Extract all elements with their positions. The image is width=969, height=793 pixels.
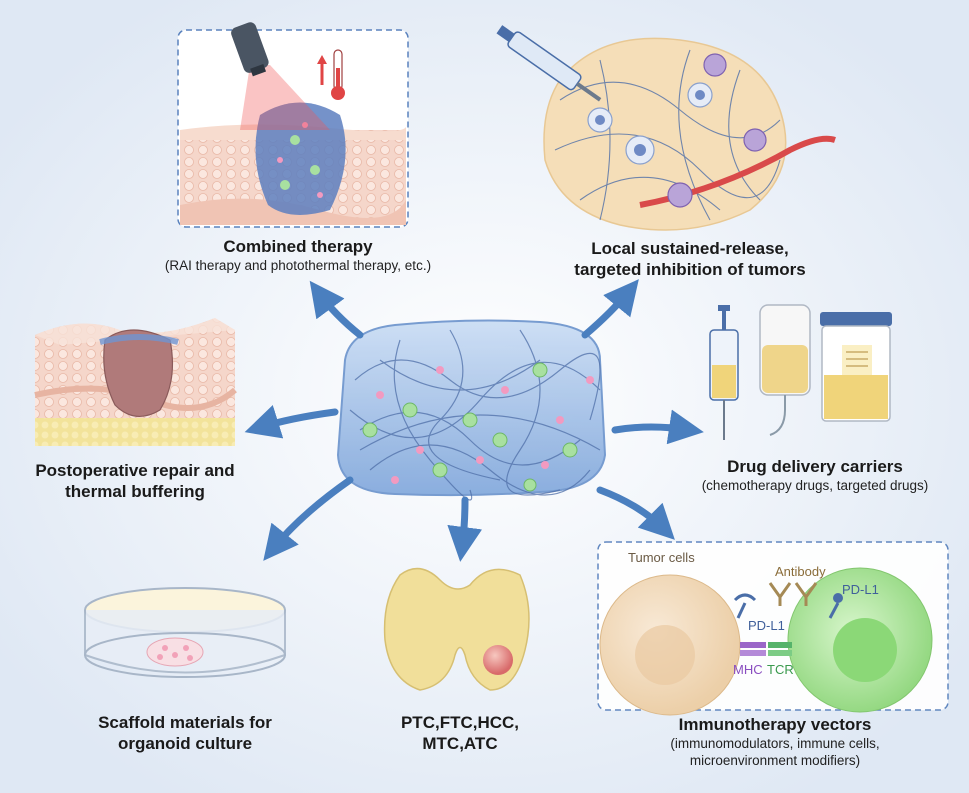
thyroid-types-atc: ATC <box>463 734 498 753</box>
drug-jar-icon <box>820 312 892 422</box>
scaffold-title: Scaffold materials for organoid culture <box>98 713 272 753</box>
combined-therapy-illustration <box>177 22 409 228</box>
thyroid-types-line1: PTC,FTC,HCC, <box>400 713 520 732</box>
pdl1-left-label: PD-L1 <box>748 618 785 633</box>
combined-therapy-caption: Combined therapy (RAI therapy and photot… <box>148 236 448 274</box>
scaffold-caption: Scaffold materials for organoid culture <box>60 712 310 754</box>
drug-delivery-subtitle: (chemotherapy drugs, targeted drugs) <box>701 478 929 493</box>
combined-therapy-title: Combined therapy <box>223 237 373 256</box>
immunotherapy-title: Immunotherapy vectors <box>678 715 872 734</box>
petri-dish-icon <box>84 587 286 678</box>
laser-icon <box>231 22 269 77</box>
thyroid-types-caption: PTC,FTC,HCC, MTC,ATC <box>355 712 565 754</box>
antibody-label: Antibody <box>775 564 826 579</box>
combined-therapy-subtitle: (RAI therapy and photothermal therapy, e… <box>164 258 432 273</box>
local-release-illustration <box>496 25 836 231</box>
thyroid-types-mtc: MTC, <box>422 734 464 753</box>
drug-delivery-illustration <box>709 304 892 440</box>
postop-caption: Postoperative repair and thermal bufferi… <box>0 460 270 502</box>
iv-bag-icon <box>759 304 811 436</box>
local-release-caption: Local sustained-release, targeted inhibi… <box>540 238 840 280</box>
immunotherapy-illustration: Tumor cells Antibody PD-L1 PD-L1 MHC TCR <box>597 541 949 716</box>
pdl1-right-label: PD-L1 <box>842 582 879 597</box>
arrows <box>244 279 704 562</box>
drug-delivery-caption: Drug delivery carriers (chemotherapy dru… <box>680 456 950 494</box>
thermometer-icon <box>317 49 345 100</box>
syringe-icon <box>709 305 739 440</box>
tcr-label: TCR <box>767 662 794 677</box>
thyroid-illustration <box>383 567 530 691</box>
immunotherapy-caption: Immunotherapy vectors (immunomodulators,… <box>610 714 940 769</box>
syringe-icon <box>496 25 602 102</box>
local-release-title: Local sustained-release, targeted inhibi… <box>574 239 806 279</box>
postop-illustration <box>34 318 237 446</box>
immunotherapy-subtitle: (immunomodulators, immune cells, microen… <box>670 736 880 768</box>
postop-title: Postoperative repair and thermal bufferi… <box>35 461 235 501</box>
tumor-cells-label: Tumor cells <box>628 550 695 565</box>
drug-delivery-title: Drug delivery carriers <box>727 457 903 476</box>
central-hydrogel <box>336 319 607 501</box>
mhc-label: MHC <box>733 662 763 677</box>
